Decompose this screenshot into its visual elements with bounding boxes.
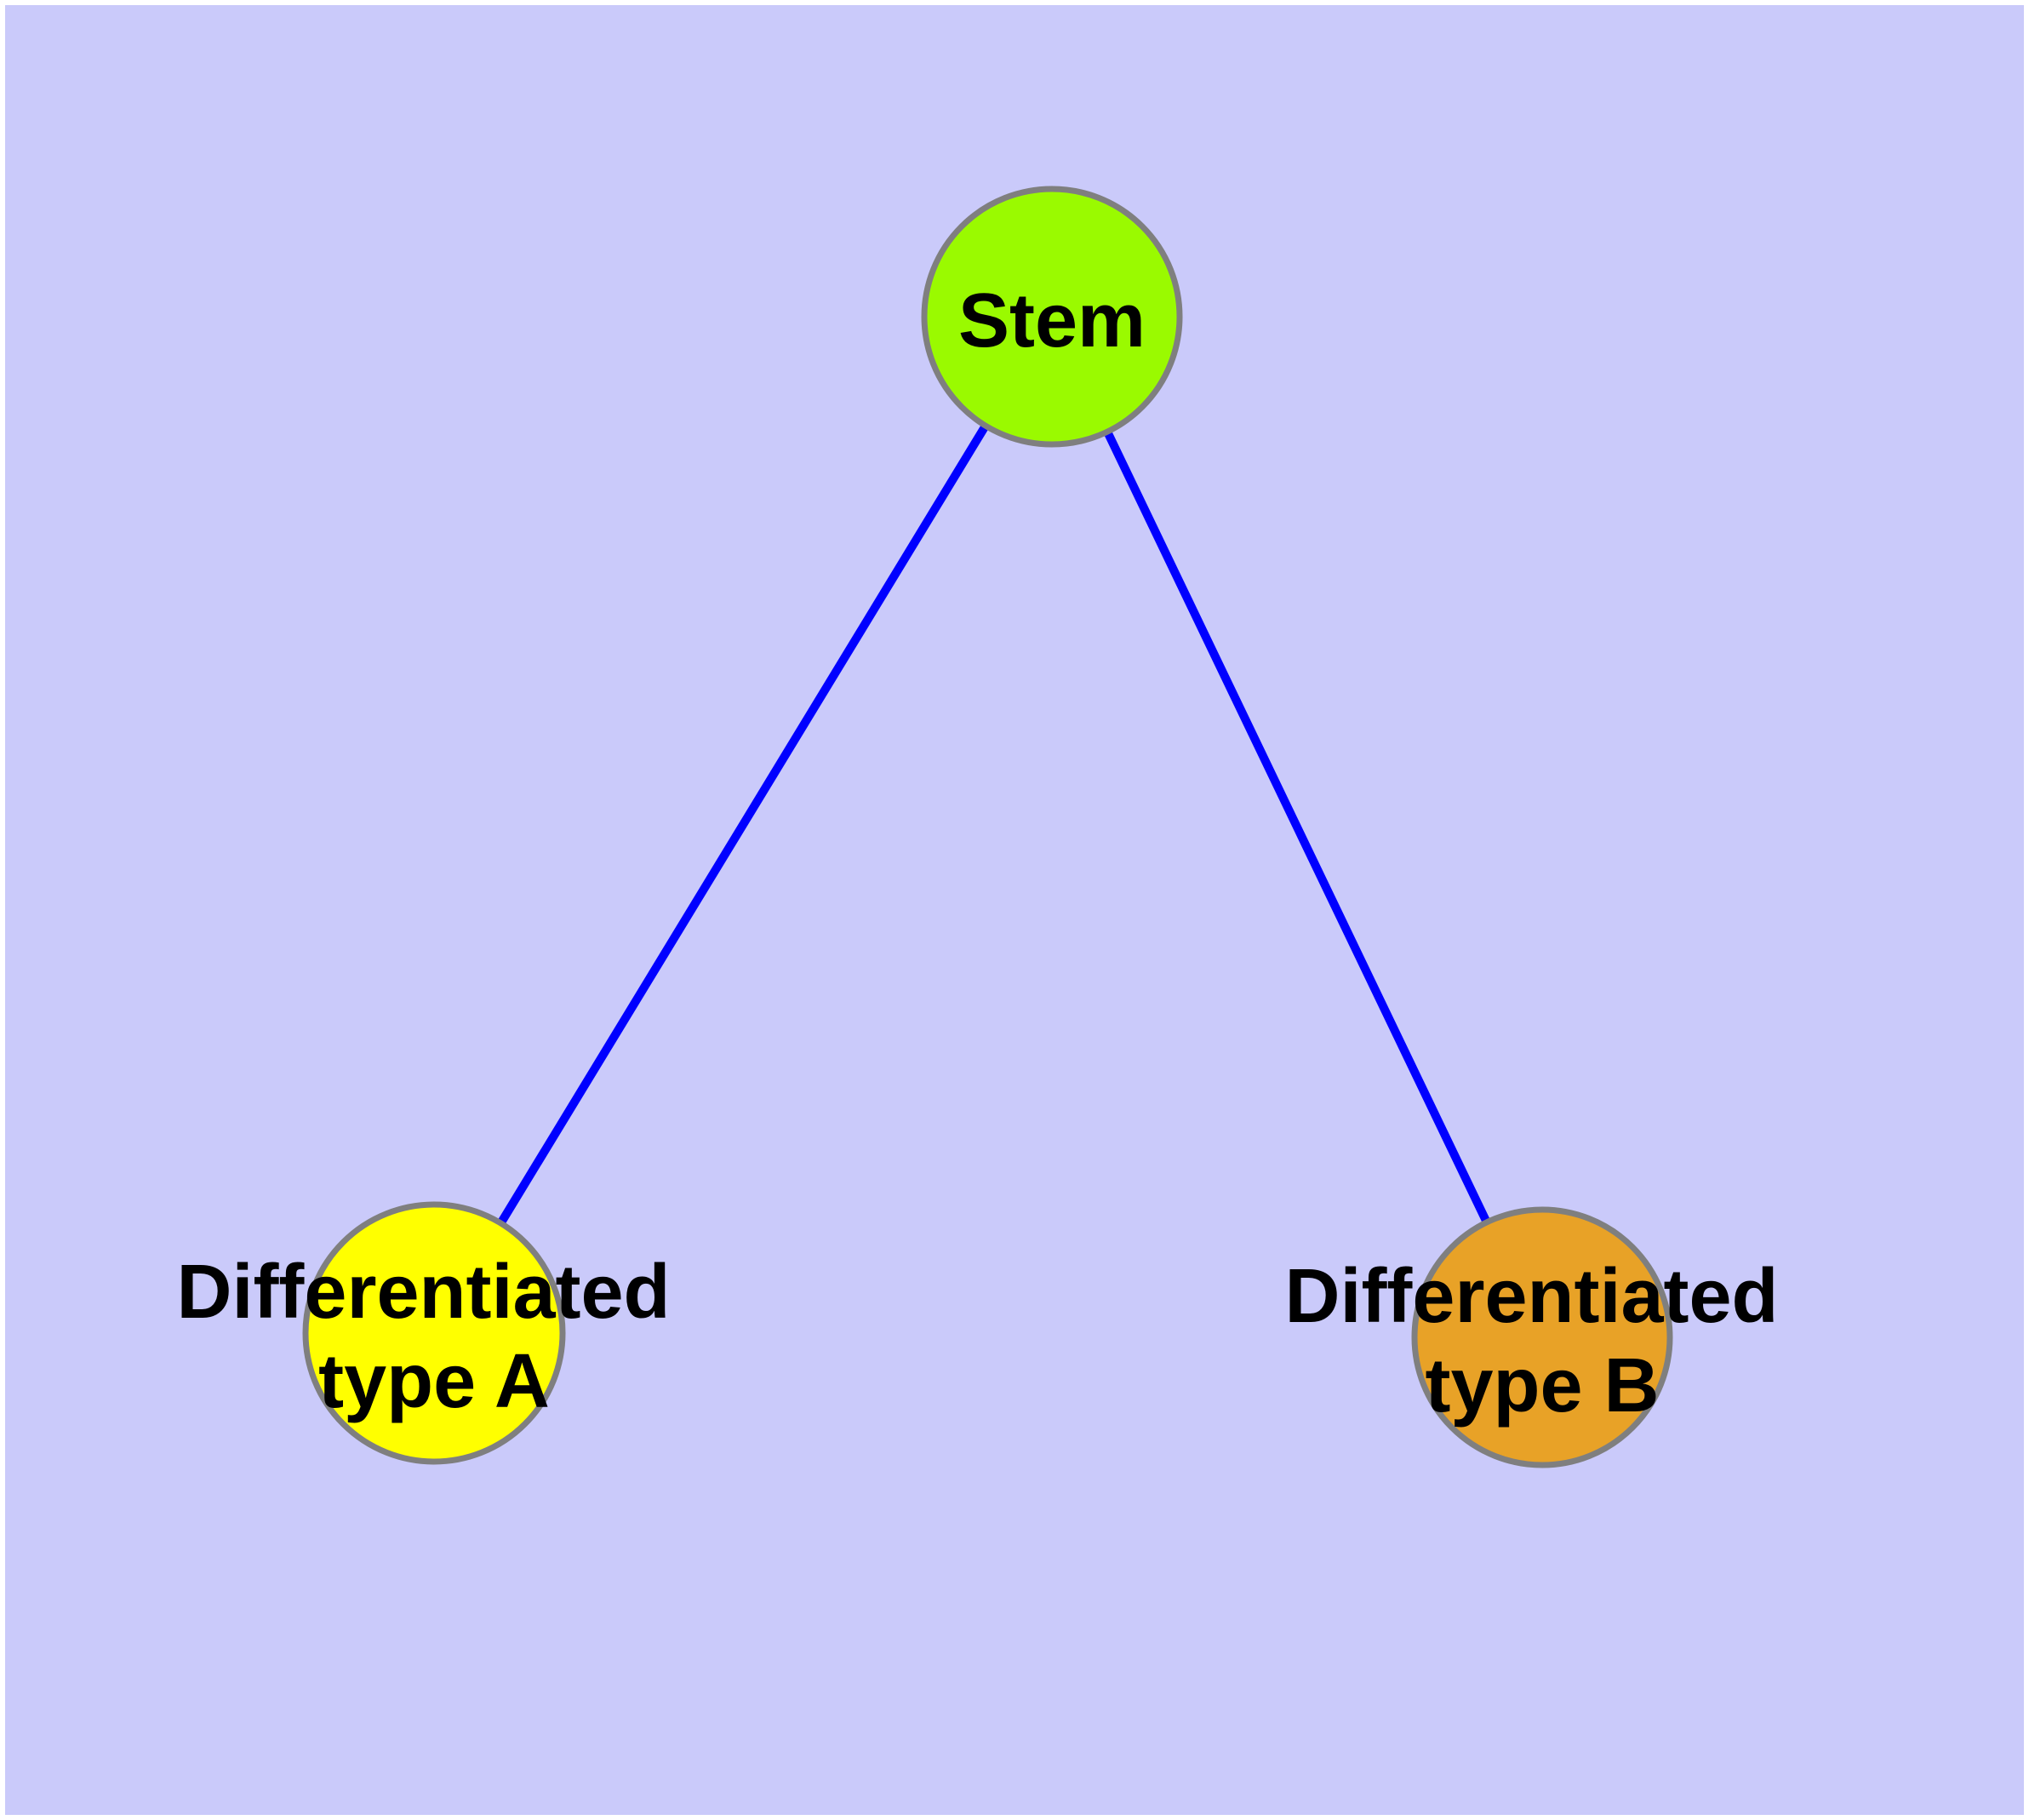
edges <box>497 423 1490 1225</box>
node-stem: Stem <box>921 186 1183 448</box>
node-differentiated-type-a: Differentiated type A <box>176 1201 691 1465</box>
differentiated-type-b-label-line-1: Differentiated <box>1284 1254 1778 1339</box>
stem-node-label: Stem <box>958 278 1146 363</box>
differentiated-type-a-node-circle <box>302 1201 566 1465</box>
edge-stem-to-differentiated-type-b <box>1103 429 1490 1223</box>
differentiated-type-a-label-line-1: Differentiated <box>176 1250 670 1335</box>
differentiated-type-a-node-label: Differentiated type A <box>176 1250 691 1424</box>
edge-stem-to-differentiated-type-a <box>497 423 990 1225</box>
differentiated-type-b-node-label: Differentiated type B <box>1284 1254 1799 1428</box>
differentiated-type-b-label-line-2: type B <box>1425 1343 1659 1428</box>
differentiated-type-b-node-circle <box>1411 1206 1673 1468</box>
differentiated-type-a-label-line-2: type A <box>318 1339 550 1424</box>
node-differentiated-type-b: Differentiated type B <box>1284 1206 1799 1468</box>
stem-node-circle <box>921 186 1183 448</box>
